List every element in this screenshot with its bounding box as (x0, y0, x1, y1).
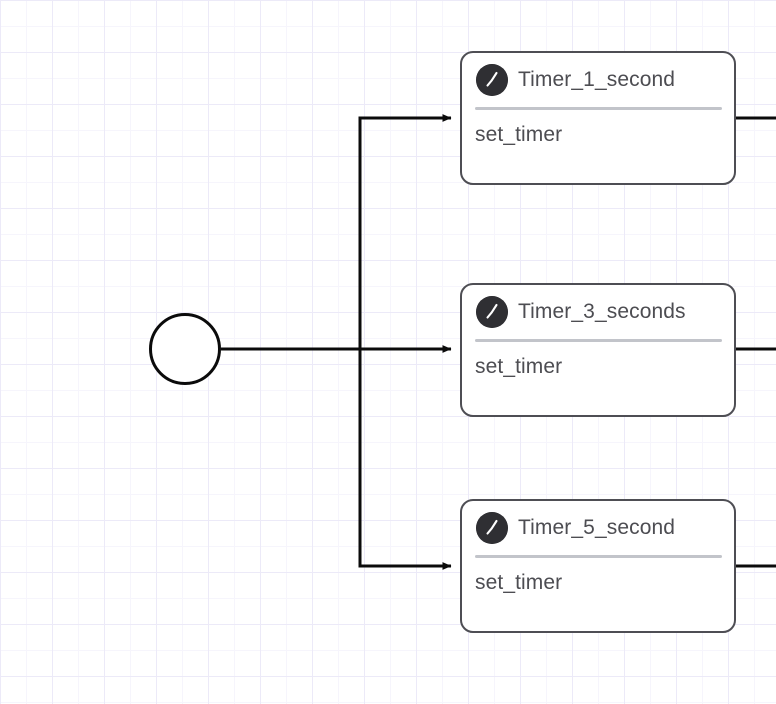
start-event-node[interactable] (149, 313, 221, 385)
clock-icon (476, 296, 508, 328)
clock-icon (476, 64, 508, 96)
node-subtitle: set_timer (475, 571, 563, 594)
node-divider (475, 555, 722, 558)
edge-start-to-timer-5-second[interactable] (221, 347, 452, 570)
node-subtitle: set_timer (475, 123, 563, 146)
node-body: set_timer (462, 110, 734, 147)
node-title: Timer_1_second (518, 68, 676, 91)
node-title: Timer_5_second (518, 516, 676, 539)
node-header: Timer_3_seconds (462, 285, 734, 339)
clock-icon (476, 512, 508, 544)
node-header: Timer_1_second (462, 53, 734, 107)
task-node-timer-1-second[interactable]: Timer_1_second set_timer (460, 51, 736, 185)
node-divider (475, 107, 722, 110)
node-subtitle: set_timer (475, 355, 563, 378)
node-body: set_timer (462, 342, 734, 379)
node-header: Timer_5_second (462, 501, 734, 555)
task-node-timer-3-seconds[interactable]: Timer_3_seconds set_timer (460, 283, 736, 417)
node-title: Timer_3_seconds (518, 300, 686, 323)
task-node-timer-5-second[interactable]: Timer_5_second set_timer (460, 499, 736, 633)
node-divider (475, 339, 722, 342)
edge-start-to-timer-1-second[interactable] (221, 114, 452, 351)
node-body: set_timer (462, 558, 734, 595)
